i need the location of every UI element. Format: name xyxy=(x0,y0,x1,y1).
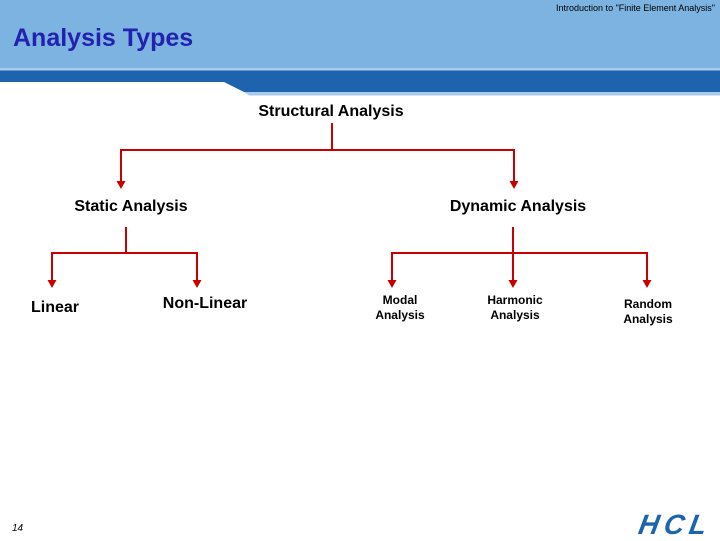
node-dynamic-analysis: Dynamic Analysis xyxy=(449,198,587,215)
header-band-underline xyxy=(244,92,720,96)
hcl-logo: HCL xyxy=(636,509,715,540)
arrow-down-icon xyxy=(509,181,519,189)
node-static-analysis: Static Analysis xyxy=(74,198,188,215)
node-linear: Linear xyxy=(30,299,80,316)
node-harmonic-analysis: Harmonic Analysis xyxy=(487,293,543,322)
node-structural-analysis: Structural Analysis xyxy=(258,103,404,120)
arrow-down-icon xyxy=(387,280,397,288)
node-random-analysis: Random Analysis xyxy=(623,297,673,326)
slide-title: Analysis Types xyxy=(13,24,194,52)
slide-header: Introduction to "Finite Element Analysis… xyxy=(0,0,720,68)
page-number: 14 xyxy=(12,523,24,534)
node-modal-analysis: Modal Analysis xyxy=(375,293,425,322)
arrow-down-icon xyxy=(116,181,126,189)
arrow-down-icon xyxy=(508,280,518,288)
arrow-down-icon xyxy=(47,280,57,288)
header-band-decoration xyxy=(0,68,720,96)
header-course-title: Introduction to "Finite Element Analysis… xyxy=(556,3,715,13)
arrow-down-icon xyxy=(192,280,202,288)
header-separator-line xyxy=(0,68,720,71)
header-band-shape xyxy=(0,70,720,92)
node-non-linear: Non-Linear xyxy=(162,295,248,312)
arrow-down-icon xyxy=(642,280,652,288)
